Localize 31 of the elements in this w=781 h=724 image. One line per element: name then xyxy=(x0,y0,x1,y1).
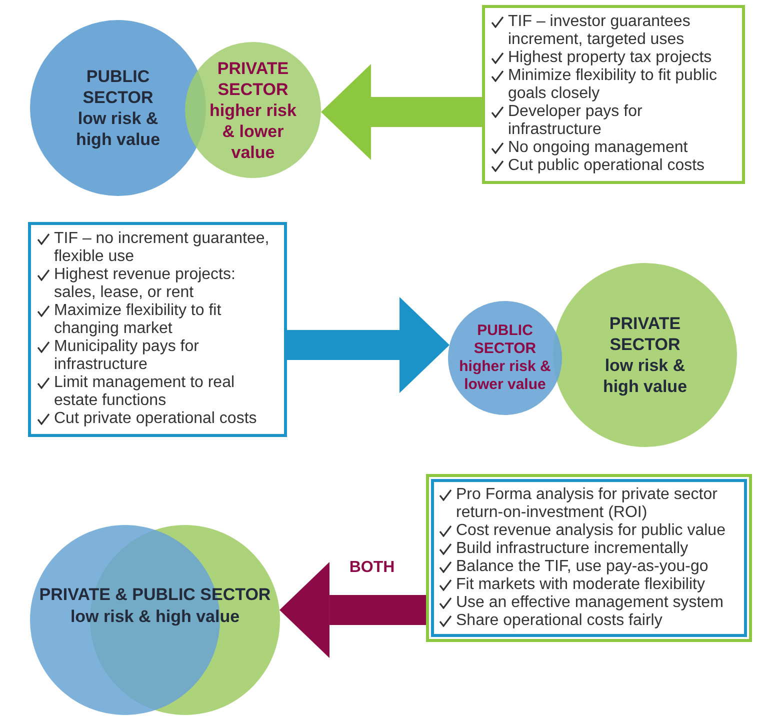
sector-heading: PRIVATE & PUBLIC SECTOR xyxy=(39,584,271,605)
checklist-item: TIF – investor guarantees increment, targeted uses xyxy=(508,13,692,49)
block-arrow xyxy=(320,64,482,160)
block-arrow xyxy=(279,562,426,658)
sector-rating: higher risk & lower value xyxy=(208,100,298,162)
checklist-panel xyxy=(482,5,745,184)
checklist-panel xyxy=(28,222,287,437)
block-arrow xyxy=(287,297,450,393)
sector-rating: higher risk & lower value xyxy=(458,358,552,394)
sector-rating: low risk & high value xyxy=(602,355,688,397)
checklist-item: Highest property tax projects xyxy=(508,49,712,67)
checklist-item: Pro Forma analysis for private sector return-on-investment (ROI) xyxy=(456,486,718,522)
checklist-item: Developer pays for infrastructure xyxy=(508,103,644,139)
checklist-item: Share operational costs fairly xyxy=(456,612,662,630)
sector-rating: low risk & high value xyxy=(74,108,162,150)
checklist-item: Cut public operational costs xyxy=(508,157,705,175)
checklist-item: Minimize flexibility to fit public goals closely xyxy=(508,67,718,103)
sector-rating: low risk & high value xyxy=(70,606,240,627)
checklist-item: No ongoing management xyxy=(508,139,688,157)
checklist-item: Fit markets with moderate flexibility xyxy=(456,576,705,594)
checklist-item: Limit management to real estate functions xyxy=(54,374,236,410)
checklist-item: Build infrastructure incrementally xyxy=(456,540,688,558)
checklist-item: Balance the TIF, use pay-as-you-go xyxy=(456,558,708,576)
checklist-item: Use an effective management system xyxy=(456,594,724,612)
checklist-item: Maximize flexibility to fit changing market xyxy=(54,302,222,338)
checklist-item: Highest revenue projects: sales, lease, or rent xyxy=(54,266,236,302)
checklist-item: TIF – no increment guarantee, flexible use xyxy=(54,230,270,266)
checklist-item: Cut private operational costs xyxy=(54,410,257,428)
checklist-panel xyxy=(426,474,752,642)
checklist-item: Cost revenue analysis for public value xyxy=(456,522,726,540)
checklist-item: Municipality pays for infrastructure xyxy=(54,338,200,374)
